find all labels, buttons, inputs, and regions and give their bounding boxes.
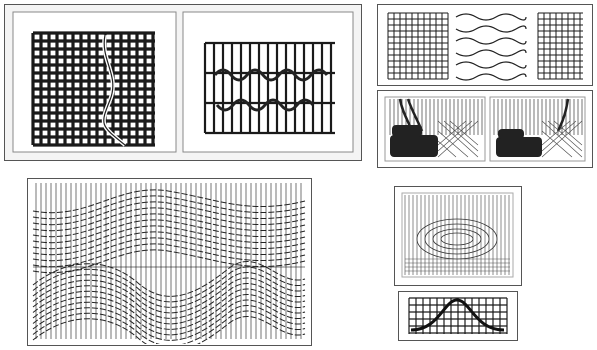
- curved-weft-panel: [27, 178, 312, 346]
- framed-weave-pair-drawing: [5, 5, 360, 159]
- build-up-block-left: [390, 125, 438, 157]
- woven-grid-dense: [33, 33, 155, 145]
- curved-weft-drawing: [28, 179, 310, 344]
- curved-weft-thread: [33, 244, 305, 267]
- dovetail-panel: [377, 4, 593, 86]
- curved-weft-thread: [33, 250, 305, 273]
- curved-weft-thread: [33, 238, 305, 261]
- build-up-block-right: [496, 129, 542, 157]
- meandering-weft-center: [456, 14, 526, 80]
- weft-build-up-drawing: [378, 91, 591, 166]
- curve-grid-frame: [398, 291, 518, 341]
- curved-weft-thread: [33, 311, 305, 344]
- weft-build-up-panel: [377, 90, 593, 168]
- bobbin-threads: [400, 99, 568, 131]
- circular-motif-drawing: [395, 187, 520, 284]
- dovetail-grid-right: [538, 13, 583, 79]
- dovetail-grid-left: [388, 13, 448, 79]
- circular-motif-frame: [394, 186, 522, 286]
- framed-weave-pair: [4, 4, 362, 161]
- curve-grid-drawing: [399, 292, 516, 339]
- dovetail-drawing: [378, 5, 591, 84]
